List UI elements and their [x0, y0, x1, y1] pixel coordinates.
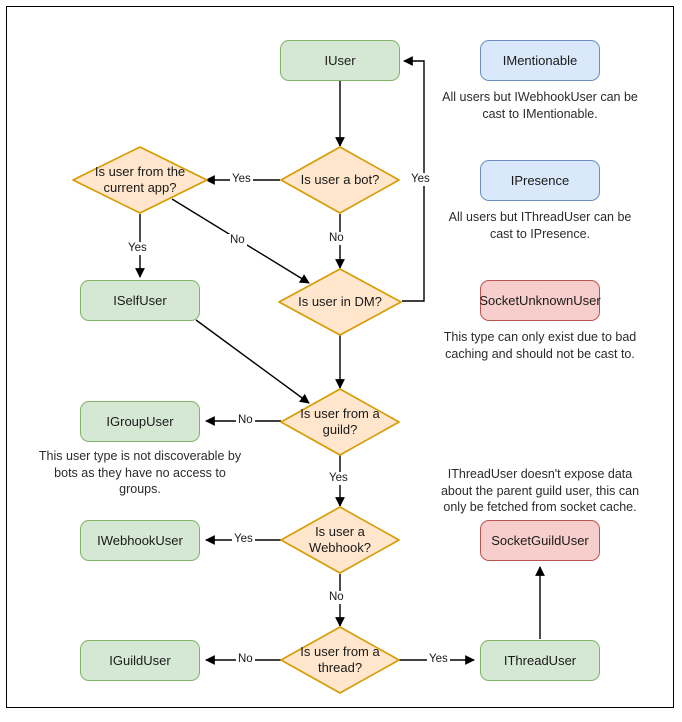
node-imentionable-label: IMentionable	[502, 52, 578, 68]
node-is-user-from-a-guild-label: Is user from a guild?	[300, 406, 380, 437]
node-ipresence[interactable]: IPresence	[480, 160, 600, 201]
node-socketguilduser[interactable]: SocketGuildUser	[480, 520, 600, 561]
edge-label-bot-no: No	[327, 232, 346, 245]
node-iwebhookuser-label: IWebhookUser	[97, 532, 183, 548]
diamond-shape	[280, 146, 400, 214]
node-is-user-a-webhook[interactable]: Is user a Webhook?	[280, 506, 400, 574]
note-imentionable: All users but IWebhookUser can be cast t…	[442, 90, 638, 121]
node-igroupuser-label: IGroupUser	[106, 413, 174, 429]
node-socketunknownuser[interactable]: SocketUnknownUser	[479, 280, 601, 321]
node-is-user-a-webhook-label: Is user a Webhook?	[309, 524, 371, 555]
node-is-user-from-current-app[interactable]: Is user from the current app?	[72, 146, 208, 214]
edge-label-currentapp-no: No	[228, 234, 247, 247]
node-ithreaduser[interactable]: IThreadUser	[480, 640, 600, 681]
node-iguilduser[interactable]: IGuildUser	[80, 640, 200, 681]
node-iguilduser-label: IGuildUser	[109, 652, 171, 668]
edge-label-thread-no: No	[236, 653, 255, 666]
edge-label-bot-yes: Yes	[230, 173, 253, 186]
note-socketunknownuser: This type can only exist due to bad cach…	[443, 330, 637, 361]
node-iuser[interactable]: IUser	[280, 40, 400, 81]
edge-label-currentapp-yes: Yes	[126, 242, 149, 255]
diamond-shape	[280, 626, 400, 694]
node-iselfuser-label: ISelfUser	[113, 292, 167, 308]
node-is-user-a-bot-label: Is user a bot?	[300, 172, 380, 188]
edge-label-thread-yes: Yes	[427, 653, 450, 666]
diamond-shape	[280, 388, 400, 456]
node-igroupuser[interactable]: IGroupUser	[80, 401, 200, 442]
node-iuser-label: IUser	[324, 52, 356, 68]
node-ipresence-label: IPresence	[510, 172, 570, 188]
edge-label-webhook-yes: Yes	[232, 533, 255, 546]
node-socketunknownuser-label: SocketUnknownUser	[479, 292, 601, 308]
node-iselfuser[interactable]: ISelfUser	[80, 280, 200, 321]
node-is-user-from-a-thread-label: Is user from a thread?	[300, 644, 380, 675]
edge-label-dm-yes: Yes	[409, 173, 432, 186]
note-socketguilduser: IThreadUser doesn't expose data about th…	[440, 467, 640, 514]
node-is-user-in-dm-label: Is user in DM?	[298, 294, 382, 310]
note-ipresence: All users but IThreadUser can be cast to…	[448, 210, 632, 241]
node-is-user-a-bot[interactable]: Is user a bot?	[280, 146, 400, 214]
diamond-shape	[278, 268, 402, 336]
diamond-shape	[72, 146, 208, 214]
node-iwebhookuser[interactable]: IWebhookUser	[80, 520, 200, 561]
edge-label-guild-yes: Yes	[327, 472, 350, 485]
node-is-user-from-a-thread[interactable]: Is user from a thread?	[280, 626, 400, 694]
edge-label-webhook-no: No	[327, 591, 346, 604]
node-ithreaduser-label: IThreadUser	[503, 652, 577, 668]
node-is-user-in-dm[interactable]: Is user in DM?	[278, 268, 402, 336]
node-socketguilduser-label: SocketGuildUser	[491, 532, 589, 548]
note-igroupuser: This user type is not discoverable by bo…	[38, 449, 242, 496]
edge-label-guild-no: No	[236, 414, 255, 427]
node-imentionable[interactable]: IMentionable	[480, 40, 600, 81]
diamond-shape	[280, 506, 400, 574]
node-is-user-from-current-app-label: Is user from the current app?	[94, 164, 186, 195]
node-is-user-from-a-guild[interactable]: Is user from a guild?	[280, 388, 400, 456]
